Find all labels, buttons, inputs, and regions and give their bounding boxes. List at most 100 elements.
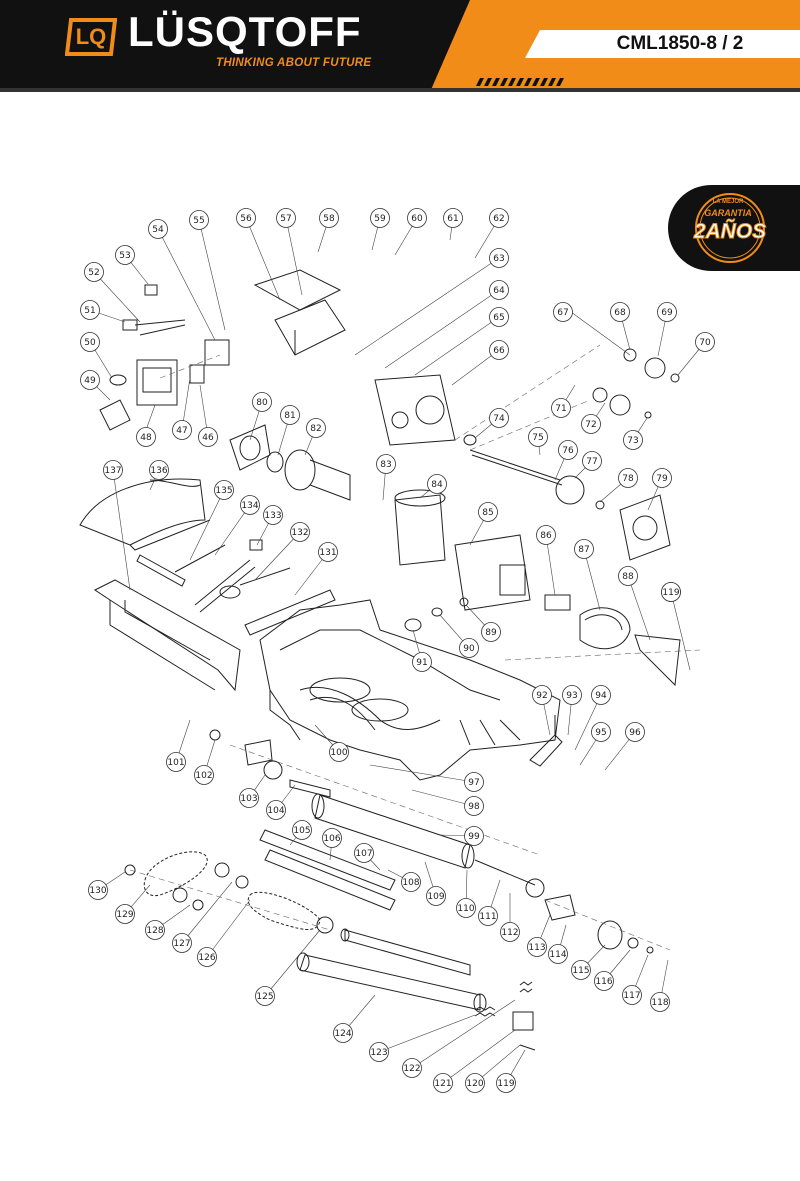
part-label-68: 68 <box>614 308 626 318</box>
part-label-87: 87 <box>578 545 589 555</box>
part-label-102: 102 <box>195 771 212 781</box>
part-label-90: 90 <box>463 644 475 654</box>
part-label-89: 89 <box>485 628 497 638</box>
part-label-123: 123 <box>370 1048 387 1058</box>
part-label-66: 66 <box>493 346 505 356</box>
part-label-131: 131 <box>319 548 336 558</box>
part-label-91: 91 <box>416 658 427 668</box>
part-label-74: 74 <box>493 414 505 424</box>
part-label-136: 136 <box>150 466 167 476</box>
brand-tagline: THINKING ABOUT FUTURE <box>216 57 372 69</box>
part-label-88: 88 <box>622 572 634 582</box>
part-label-94: 94 <box>595 691 607 701</box>
part-label-127: 127 <box>173 939 190 949</box>
part-label-53: 53 <box>119 251 130 261</box>
part-label-63: 63 <box>493 254 504 264</box>
part-label-112: 112 <box>501 928 518 938</box>
part-label-106: 106 <box>323 834 340 844</box>
part-label-76: 76 <box>562 446 574 456</box>
part-label-72: 72 <box>585 420 596 430</box>
part-label-73: 73 <box>627 436 638 446</box>
warranty-badge-icon <box>668 185 800 271</box>
part-label-105: 105 <box>293 826 310 836</box>
part-label-99: 99 <box>468 832 480 842</box>
part-label-93: 93 <box>566 691 577 701</box>
part-label-75: 75 <box>532 433 543 443</box>
part-label-119-bottom: 119 <box>497 1079 514 1089</box>
part-label-95: 95 <box>595 728 606 738</box>
part-label-47: 47 <box>176 426 187 436</box>
part-label-117: 117 <box>623 991 640 1001</box>
brand-logo-icon: LQ <box>65 17 117 57</box>
part-label-100: 100 <box>330 748 347 758</box>
header-background <box>0 0 800 92</box>
badge-line-3: 2AÑOS <box>693 220 767 244</box>
part-label-125: 125 <box>256 992 273 1002</box>
model-number: CML1850-8 / 2 <box>616 33 744 54</box>
part-label-48: 48 <box>140 433 152 443</box>
part-label-70: 70 <box>699 338 711 348</box>
part-label-113: 113 <box>528 943 545 953</box>
part-label-55: 55 <box>193 216 204 226</box>
part-label-128: 128 <box>146 926 163 936</box>
part-label-82: 82 <box>310 424 321 434</box>
part-label-119-top: 119 <box>662 588 679 598</box>
part-label-108: 108 <box>402 878 419 888</box>
part-label-64: 64 <box>493 286 505 296</box>
part-label-118: 118 <box>651 998 668 1008</box>
part-label-54: 54 <box>152 225 164 235</box>
part-label-46: 46 <box>202 433 214 443</box>
part-label-110: 110 <box>457 904 474 914</box>
part-label-71: 71 <box>555 404 566 414</box>
part-label-51: 51 <box>84 306 95 316</box>
part-label-96: 96 <box>629 728 641 738</box>
part-label-92: 92 <box>536 691 547 701</box>
part-label-115: 115 <box>572 966 589 976</box>
part-label-62: 62 <box>493 214 504 224</box>
part-label-84: 84 <box>431 480 443 490</box>
part-label-121: 121 <box>434 1079 451 1089</box>
part-label-132: 132 <box>291 528 308 538</box>
part-label-97: 97 <box>468 778 479 788</box>
header-banner: LQ LÜSQTOFF THINKING ABOUT FUTURE CML185… <box>0 0 800 92</box>
part-label-81: 81 <box>284 411 295 421</box>
part-label-111: 111 <box>479 912 496 922</box>
part-label-122: 122 <box>403 1064 420 1074</box>
part-label-69: 69 <box>661 308 673 318</box>
part-label-86: 86 <box>540 531 552 541</box>
part-label-56: 56 <box>240 214 252 224</box>
part-label-134: 134 <box>241 501 258 511</box>
part-label-109: 109 <box>427 892 444 902</box>
part-label-126: 126 <box>198 953 215 963</box>
part-label-104: 104 <box>267 806 284 816</box>
part-label-80: 80 <box>256 398 268 408</box>
part-label-130: 130 <box>89 886 106 896</box>
part-label-52: 52 <box>88 268 99 278</box>
badge-line-1: LA MEJOR <box>712 199 744 205</box>
part-label-65: 65 <box>493 313 504 323</box>
part-label-137: 137 <box>104 466 121 476</box>
brand-logo-mark: LQ <box>75 24 107 49</box>
part-label-60: 60 <box>411 214 423 224</box>
part-label-114: 114 <box>549 950 566 960</box>
part-label-67: 67 <box>557 308 568 318</box>
part-label-57: 57 <box>280 214 291 224</box>
part-label-124: 124 <box>334 1029 351 1039</box>
part-label-77: 77 <box>586 457 597 467</box>
part-label-133: 133 <box>264 511 281 521</box>
part-label-135: 135 <box>215 486 232 496</box>
brand-name: LÜSQTOFF <box>128 8 362 55</box>
part-label-116: 116 <box>595 977 612 987</box>
part-label-103: 103 <box>240 794 257 804</box>
part-label-107: 107 <box>355 849 372 859</box>
badge-line-2: GARANTIA <box>704 208 752 218</box>
part-label-83: 83 <box>380 460 391 470</box>
part-label-79: 79 <box>656 474 668 484</box>
part-label-98: 98 <box>468 802 480 812</box>
part-label-120: 120 <box>466 1079 483 1089</box>
part-label-61: 61 <box>447 214 458 224</box>
part-label-78: 78 <box>622 474 634 484</box>
part-label-85: 85 <box>482 508 493 518</box>
part-label-50: 50 <box>84 338 96 348</box>
part-label-101: 101 <box>167 758 184 768</box>
